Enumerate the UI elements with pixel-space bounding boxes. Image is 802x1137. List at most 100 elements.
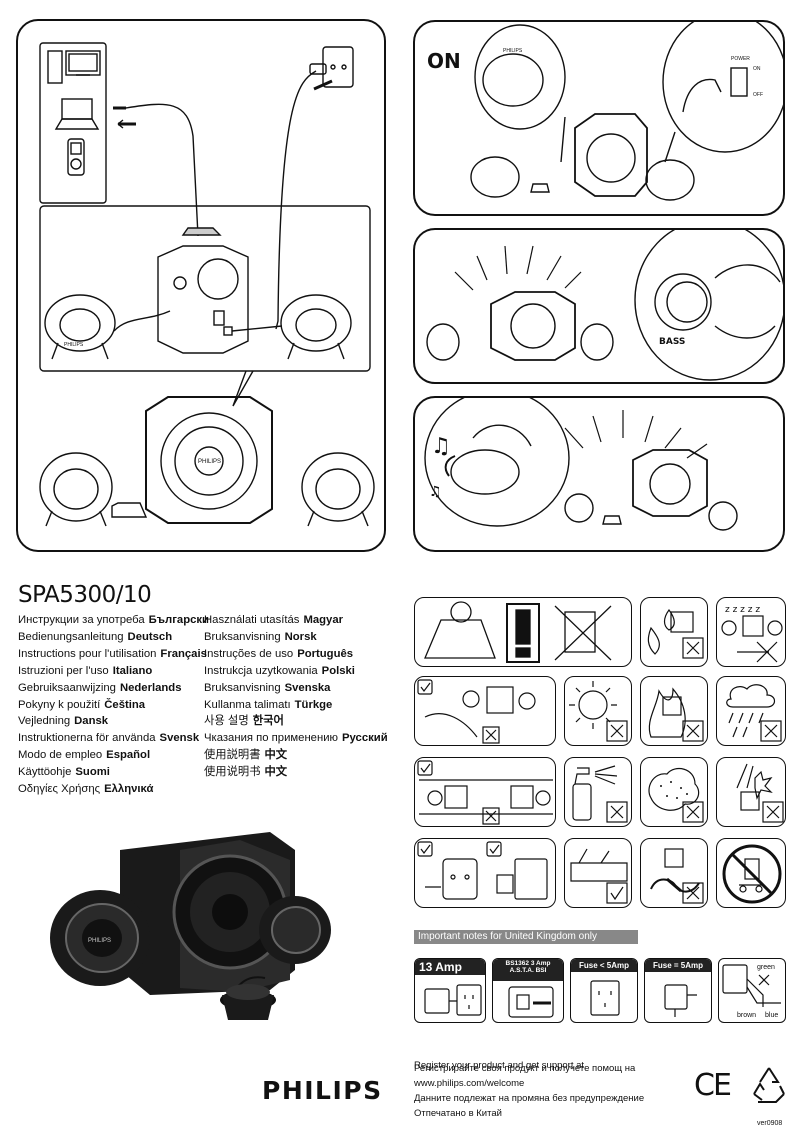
subwoofer-front xyxy=(145,396,273,524)
zoom-circle-pod xyxy=(474,24,566,130)
language-instruction-text: Bruksanvisning xyxy=(204,630,281,643)
recycle-icon xyxy=(753,1067,785,1103)
rotate-arrow-icon xyxy=(444,455,456,477)
language-name: Svenska xyxy=(284,681,331,694)
desktop-computer-icon xyxy=(47,50,101,84)
philips-logo: PHILIPS xyxy=(262,1076,383,1105)
exclamation-icon xyxy=(515,609,531,645)
product-photo: PHILIPS xyxy=(40,820,380,1040)
language-name: Norsk xyxy=(284,630,317,643)
spray-tile xyxy=(564,757,632,827)
power-label: POWER xyxy=(731,56,750,62)
uk-13amp-tile: 13 Amp xyxy=(414,958,486,1023)
sub-badge: PHILIPS xyxy=(198,459,221,465)
language-name: Deutsch xyxy=(127,630,173,643)
plug-socket-tile xyxy=(414,838,556,908)
zoom-circle-bass xyxy=(634,230,783,381)
language-name: Български xyxy=(148,614,209,626)
fire-tile xyxy=(640,676,708,746)
spray-bottle-icon xyxy=(572,783,592,821)
language-row: 使用説明書中文 xyxy=(204,747,388,764)
language-name: 中文 xyxy=(264,749,288,762)
language-name: 한국어 xyxy=(252,715,284,728)
satellite-speaker-right-rear xyxy=(280,294,352,360)
language-instruction-text: 使用説明書 xyxy=(204,749,261,762)
ce-mark: CE xyxy=(694,1068,732,1103)
wiring-plug-icon xyxy=(722,964,748,994)
language-instruction-text: Instructions pour l'utilisation xyxy=(18,647,157,660)
footer-url[interactable]: www.philips.com/welcome xyxy=(414,1078,525,1089)
bass-knob xyxy=(654,273,712,331)
dust-cloud-icon xyxy=(648,767,700,811)
read-manual-tile xyxy=(414,597,632,667)
hand-icon xyxy=(472,424,532,447)
laptop-icon xyxy=(54,98,100,130)
volume-panel: ♫ ♫ xyxy=(413,396,785,552)
wall-socket-icon xyxy=(322,46,354,88)
photo-badge: PHILIPS xyxy=(88,938,111,944)
language-instruction-text: Istruzioni per l'uso xyxy=(18,664,109,677)
uk-notes-heading: Important notes for United Kingdom only xyxy=(414,930,638,944)
sleep-unplug-tile: z z z z z xyxy=(716,597,786,667)
language-instruction-text: 使用说明书 xyxy=(204,766,261,779)
uk-tile-label: BS1362 3 Amp A.S.T.A. BSI xyxy=(493,959,563,981)
satellite-speaker-left-rear xyxy=(44,294,116,360)
language-instruction-text: Bedienungsanleitung xyxy=(18,630,124,643)
uk-fuse-tile: BS1362 3 Amp A.S.T.A. BSI xyxy=(492,958,564,1023)
control-pod-icon xyxy=(111,502,148,518)
language-name: Dansk xyxy=(74,715,109,728)
adapter-icon xyxy=(424,988,450,1014)
subwoofer-icon xyxy=(490,291,576,361)
power-on-label: ON xyxy=(753,66,761,72)
footer-line-register: Register your product and get support at xyxy=(414,1060,585,1071)
sun-tile xyxy=(564,676,632,746)
uk-tile-label: Fuse = 5Amp xyxy=(645,959,711,972)
cable-clamp-tile xyxy=(564,838,632,908)
satellite-icon xyxy=(470,156,520,198)
power-off-label: OFF xyxy=(753,92,763,98)
language-name: Polski xyxy=(321,664,355,677)
language-name: Svensk xyxy=(159,732,200,745)
uk-fuse-equal-tile: Fuse = 5Amp xyxy=(644,958,712,1023)
language-name: Nederlands xyxy=(119,681,182,694)
language-instruction-text: Instruções de uso xyxy=(204,647,294,660)
check-icon xyxy=(417,679,433,695)
ventilation-tile xyxy=(414,757,556,827)
version-code: ver0908 xyxy=(757,1120,783,1127)
language-instruction-text: Instrukcja uzytkowania xyxy=(204,664,318,677)
language-name: Magyar xyxy=(303,614,344,626)
adapter-icon xyxy=(664,984,688,1010)
person-reading-icon xyxy=(424,619,496,659)
subwoofer-icon xyxy=(632,449,708,517)
language-instruction-text: Vejledning xyxy=(18,715,71,728)
language-name: Português xyxy=(297,647,354,660)
language-instruction-text: Pokyny k použití xyxy=(18,698,101,711)
footer-disclaimer: Данните подлежат на промяна без предупре… xyxy=(414,1093,645,1104)
zoom-circle-volume xyxy=(424,398,570,527)
check-icon xyxy=(417,760,433,776)
uk-fuse-less-tile: Fuse < 5Amp xyxy=(570,958,638,1023)
language-instruction-text: Οδηγίες Χρήσης xyxy=(18,783,101,796)
check-icon xyxy=(417,841,433,857)
bass-label: BASS xyxy=(659,337,685,347)
mp3-player-icon xyxy=(67,138,85,176)
impact-tile xyxy=(716,757,786,827)
socket-icon xyxy=(442,858,478,900)
language-name: Suomi xyxy=(75,766,110,779)
handling-tile xyxy=(414,676,556,746)
